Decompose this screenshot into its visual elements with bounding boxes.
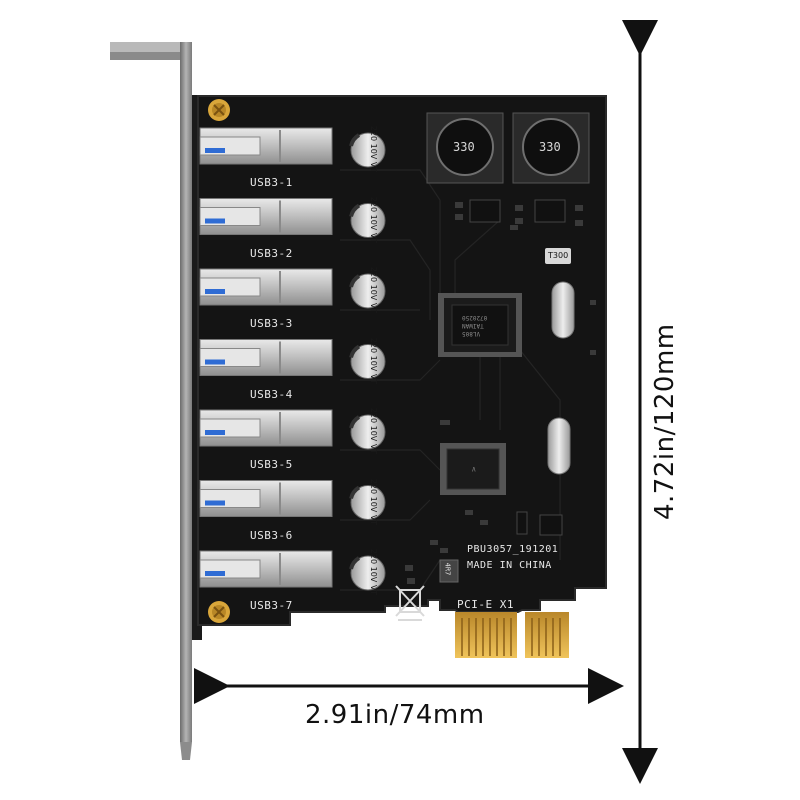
crystal-oscillator-2	[547, 417, 571, 475]
usb-port-label: USB3-5	[250, 458, 293, 471]
main-chip-line-3: 0720250	[462, 314, 488, 321]
small-crystal	[545, 248, 571, 264]
pcie-connector	[455, 612, 569, 658]
height-dimension-label: 4.72in/120mm	[650, 323, 680, 520]
usb-port-1	[199, 127, 333, 165]
capacitor-1	[349, 132, 386, 168]
inductor-2-label: 330	[539, 140, 561, 154]
screw-top	[208, 99, 230, 121]
small-inductor	[439, 559, 459, 583]
usb-port-label: USB3-2	[250, 246, 293, 260]
usb-port-label: USB3-4	[250, 387, 293, 401]
usb-port-3	[199, 268, 333, 306]
secondary-chip	[440, 443, 506, 495]
width-dimension-label: 2.91in/74mm	[305, 700, 485, 730]
main-chip-line-2: TAIWAN	[462, 322, 484, 329]
capacitor-7	[349, 555, 386, 591]
smd-components	[405, 199, 596, 584]
usb-port-label: USB3-1	[250, 176, 293, 189]
usb-controller-chip	[438, 293, 522, 357]
capacitor-3	[349, 273, 386, 309]
weee-symbol	[395, 585, 425, 621]
capacitor-label: 220 10V VT	[369, 478, 379, 525]
usb-port-4	[199, 339, 333, 376]
usb-port-label: USB3-3	[250, 317, 293, 330]
inductor-2	[512, 112, 590, 184]
inductor-1	[426, 112, 504, 184]
usb-port-7	[199, 550, 333, 588]
metal-bracket	[110, 42, 202, 760]
capacitor-label: 220 10V VT	[369, 548, 379, 596]
main-chip-line-1: VL805	[462, 330, 481, 337]
capacitor-5	[349, 414, 386, 450]
capacitor-label: 220 10V VT	[369, 337, 379, 384]
screw-bottom	[208, 601, 230, 623]
capacitor-label: 220 10V VT	[369, 196, 379, 243]
capacitor-4	[349, 344, 386, 379]
usb-port-5	[199, 409, 333, 447]
capacitors	[349, 132, 386, 591]
usb-port-label: USB3-6	[250, 528, 293, 542]
board-interface-text: PCI-E X1	[457, 598, 514, 611]
usb-ports	[199, 127, 333, 588]
usb-port-6	[199, 480, 333, 517]
small-inductor-label: 4R7	[443, 562, 452, 576]
capacitor-label: 220 10V VT	[369, 125, 379, 173]
small-crystal-label: T300	[548, 251, 569, 260]
crystal-oscillator-1	[551, 281, 575, 339]
secondary-chip-line-1: V	[472, 465, 476, 472]
capacitor-6	[349, 485, 386, 520]
board-model-text: PBU3057_191201	[467, 544, 559, 555]
capacitor-label: 220 10V VT	[369, 266, 379, 314]
capacitor-label: 220 10V VT	[369, 407, 379, 455]
capacitor-2	[349, 203, 386, 238]
usb-port-label: USB3-7	[250, 599, 293, 612]
usb-port-2	[199, 198, 333, 235]
board-origin-text: MADE IN CHINA	[467, 560, 552, 571]
inductor-1-label: 330	[453, 140, 475, 154]
